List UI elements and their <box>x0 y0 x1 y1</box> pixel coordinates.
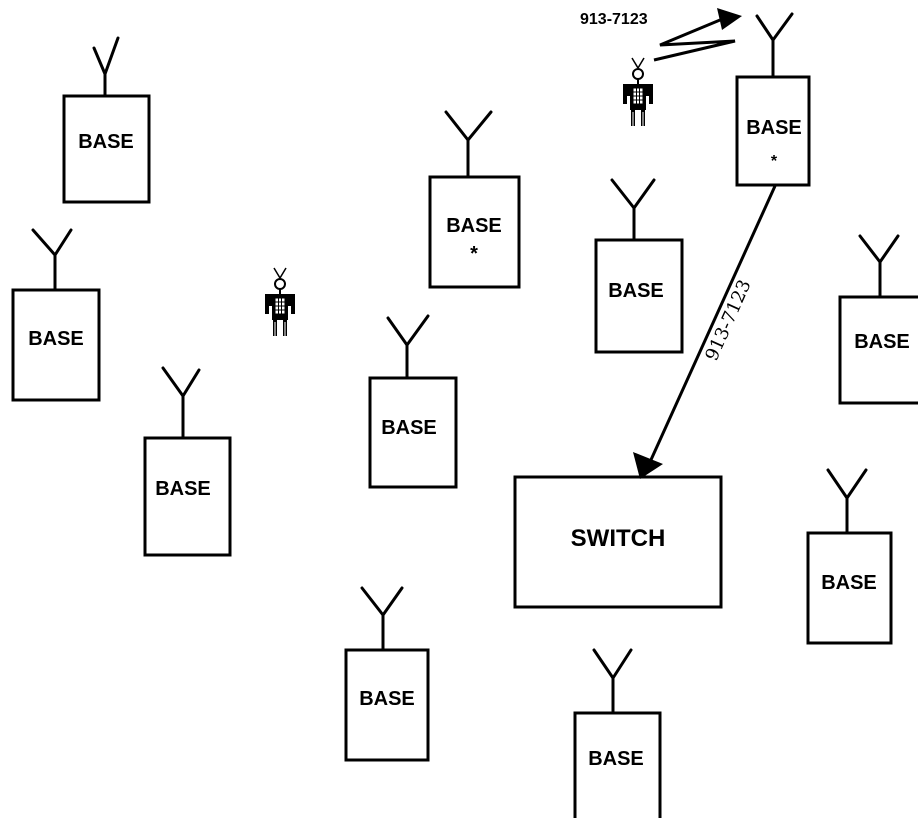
antenna-icon <box>446 112 491 177</box>
mobile-user-icon <box>265 268 295 336</box>
antenna-icon <box>33 230 71 290</box>
switch-label: SWITCH <box>571 525 666 552</box>
base-label: BASE <box>821 572 877 594</box>
antenna-icon <box>828 470 866 533</box>
base-station: BASE * <box>430 112 519 287</box>
antenna-icon <box>594 650 631 713</box>
base-station: BASE <box>808 470 891 643</box>
base-label: BASE <box>608 280 664 302</box>
antenna-icon <box>362 588 402 650</box>
base-station: BASE <box>145 368 230 555</box>
antenna-icon <box>860 236 898 297</box>
base-label: BASE <box>446 215 502 237</box>
base-label: BASE <box>381 417 437 439</box>
base-label: BASE <box>359 688 415 710</box>
base-station: BASE <box>575 650 660 818</box>
antenna-icon <box>163 368 199 438</box>
base-label: BASE <box>78 131 134 153</box>
base-station: BASE <box>13 230 99 400</box>
antenna-icon <box>388 316 428 378</box>
base-station: BASE <box>370 316 456 487</box>
radio-link-arrow: 913-7123 <box>580 8 742 60</box>
switch-box: SWITCH <box>515 477 721 607</box>
base-station: BASE <box>346 588 428 760</box>
antenna-icon <box>94 38 118 96</box>
base-label: BASE <box>588 748 644 770</box>
active-marker: * <box>771 153 778 170</box>
base-station: BASE <box>596 180 682 352</box>
base-label: BASE <box>28 328 84 350</box>
base-label: BASE <box>155 478 211 500</box>
base-station: BASE * <box>737 14 809 185</box>
radio-link-number: 913-7123 <box>580 11 648 28</box>
active-marker: * <box>470 243 478 265</box>
base-station: BASE <box>840 236 918 403</box>
antenna-icon <box>612 180 654 240</box>
base-label: BASE <box>746 117 802 139</box>
base-station: BASE <box>64 38 149 202</box>
mobile-user-icon <box>623 58 653 126</box>
antenna-icon <box>757 14 792 77</box>
base-label: BASE <box>854 331 910 353</box>
